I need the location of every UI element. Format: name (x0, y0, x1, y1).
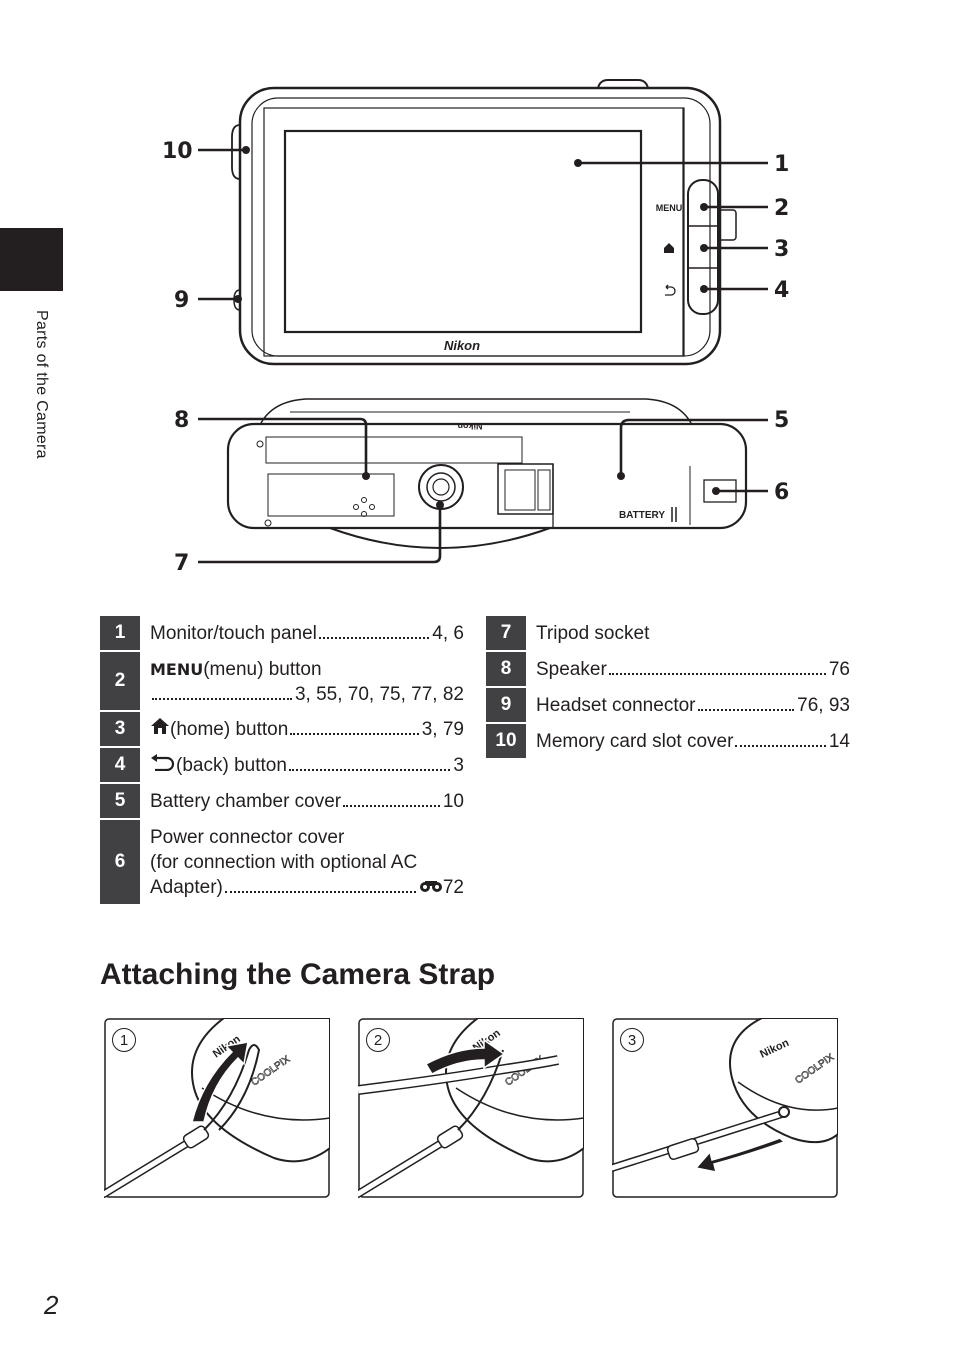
back-arrow-icon (151, 754, 175, 771)
strap-step-1: Nikon COOLPIX 1 (104, 1018, 330, 1198)
part-row-1: 1 Monitor/touch panel 4, 6 (100, 616, 464, 652)
part-name: (menu) button (203, 659, 322, 680)
callout-5: 5 (774, 408, 789, 433)
menu-button-icon: MENU (150, 660, 204, 679)
part-number: 3 (100, 712, 140, 746)
section-side-label: Parts of the Camera (33, 310, 50, 459)
callout-4: 4 (774, 278, 789, 303)
part-number: 10 (486, 724, 526, 758)
page-ref: 72 (442, 877, 464, 898)
step-number: 1 (112, 1028, 136, 1052)
part-row-10: 10 Memory card slot cover 14 (486, 724, 850, 760)
part-name: (back) button (176, 755, 287, 776)
part-row-8: 8 Speaker 76 (486, 652, 850, 688)
callout-6: 6 (774, 480, 789, 505)
camera-bottom-view (226, 398, 748, 549)
strap-step-3-illustration: Nikon COOLPIX (612, 1018, 838, 1198)
page-ref: 3, 55, 70, 75, 77, 82 (294, 684, 464, 705)
page-ref: 14 (828, 731, 850, 752)
part-name: Memory card slot cover (536, 731, 734, 752)
brand-logo-front: Nikon (444, 338, 480, 353)
battery-label: BATTERY (619, 510, 665, 521)
part-row-4: 4 (back) button 3 (100, 748, 464, 784)
page-ref: 3, 79 (421, 719, 464, 740)
section-heading: Attaching the Camera Strap (100, 958, 496, 991)
part-name: Battery chamber cover (150, 791, 342, 812)
part-number: 1 (100, 616, 140, 650)
callout-dots (234, 146, 720, 509)
parts-list-right: 7 Tripod socket 8 Speaker 76 9 Headset co… (486, 616, 850, 760)
binoculars-icon (419, 881, 442, 892)
part-row-5: 5 Battery chamber cover 10 (100, 784, 464, 820)
callout-10: 10 (162, 139, 193, 164)
strap-step-3: Nikon COOLPIX 3 (612, 1018, 838, 1198)
part-number: 6 (100, 820, 140, 904)
part-number: 8 (486, 652, 526, 686)
part-name: Speaker (536, 659, 607, 680)
page-ref: 76, 93 (797, 695, 850, 716)
page-ref: 10 (442, 791, 464, 812)
part-number: 9 (486, 688, 526, 722)
brand-logo-bottom: Nikon (457, 421, 482, 431)
part-number: 5 (100, 784, 140, 818)
part-row-2: 2 MENU (menu) button 3, 55, 70, 75, 77, … (100, 652, 464, 712)
camera-back-view (231, 79, 737, 366)
page-number: 2 (44, 1290, 59, 1320)
step-number: 3 (620, 1028, 644, 1052)
part-name: Headset connector (536, 695, 696, 716)
part-row-6: 6 Power connector cover (for connection … (100, 820, 464, 906)
strap-step-2-illustration: Nikon COOLPIX (358, 1018, 584, 1198)
part-row-7: 7 Tripod socket (486, 616, 850, 652)
part-name: (home) button (170, 719, 289, 740)
part-number: 7 (486, 616, 526, 650)
page-ref: 4, 6 (432, 623, 464, 644)
callout-leaders (198, 148, 768, 564)
page-ref: 3 (453, 755, 464, 776)
page-ref: 76 (828, 659, 850, 680)
menu-key-label: MENU (656, 203, 683, 213)
step-number: 2 (366, 1028, 390, 1052)
part-note: Adapter) (150, 877, 223, 898)
part-row-9: 9 Headset connector 76, 93 (486, 688, 850, 724)
camera-parts-diagram: MENU Nikon BATTERY Nikon (162, 79, 789, 576)
section-tab-marker (0, 228, 63, 291)
part-name: Power connector cover (150, 827, 345, 848)
callout-numbers: 1 2 3 4 5 6 7 8 9 10 (162, 139, 789, 576)
callout-9: 9 (174, 288, 189, 313)
part-name: Monitor/touch panel (150, 623, 317, 644)
part-note: (for connection with optional AC (150, 852, 418, 873)
callout-2: 2 (774, 196, 789, 221)
part-name: Tripod socket (536, 623, 650, 644)
part-number: 4 (100, 748, 140, 782)
parts-list-left: 1 Monitor/touch panel 4, 6 2 MENU (menu) … (100, 616, 464, 906)
callout-7: 7 (174, 551, 189, 576)
home-icon (151, 718, 169, 734)
callout-1: 1 (774, 152, 789, 177)
strap-step-2: Nikon COOLPIX 2 (358, 1018, 584, 1198)
part-row-3: 3 (home) button 3, 79 (100, 712, 464, 748)
callout-3: 3 (774, 237, 789, 262)
strap-step-1-illustration: Nikon COOLPIX (104, 1018, 330, 1198)
part-number: 2 (100, 652, 140, 710)
callout-8: 8 (174, 408, 189, 433)
